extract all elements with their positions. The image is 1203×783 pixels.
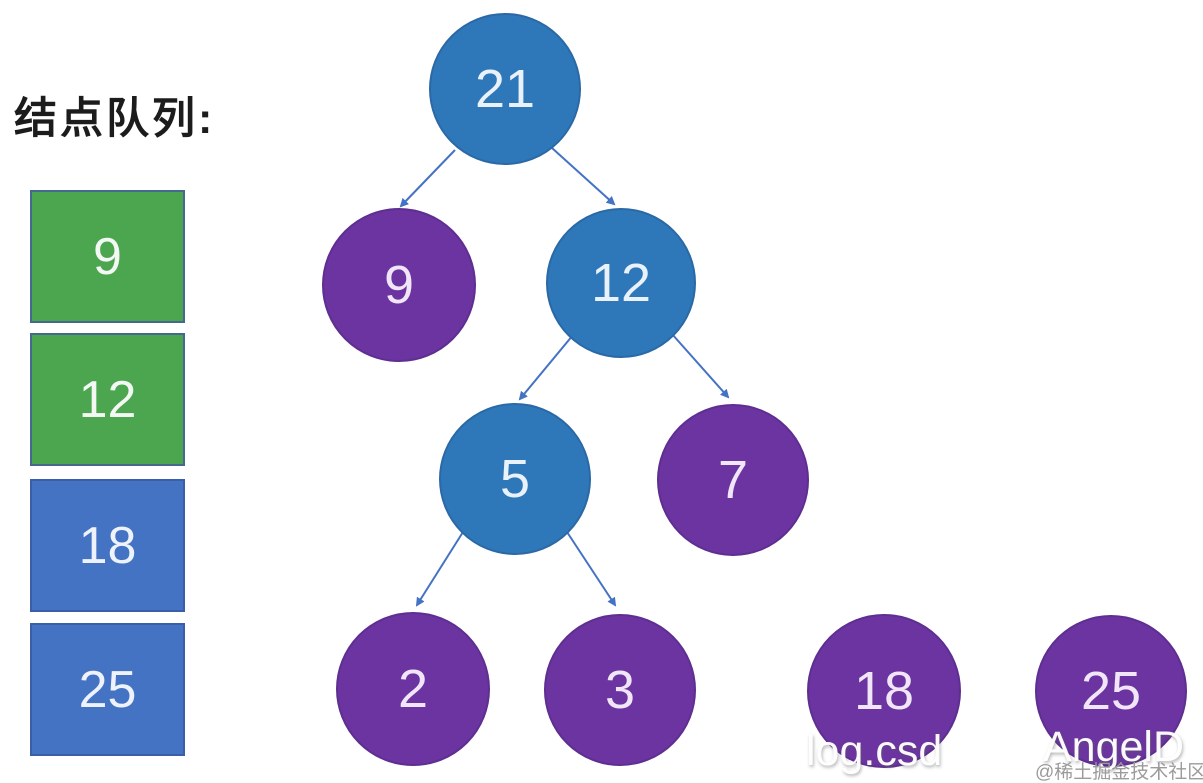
watermark-author-fragment: AngelD bbox=[1043, 723, 1185, 771]
queue-item-18: 18 bbox=[30, 479, 185, 612]
tree-node-3: 3 bbox=[544, 614, 696, 766]
edge-arrow-21-9 bbox=[399, 149, 456, 208]
queue-item-label: 18 bbox=[78, 516, 137, 575]
watermark-juejin-community: @稀土掘金技术社区 bbox=[1035, 762, 1203, 783]
edge-arrow-21-12 bbox=[551, 147, 616, 206]
edge-arrow-12-5 bbox=[518, 334, 574, 401]
tree-node-7: 7 bbox=[657, 404, 809, 556]
tree-node-label: 21 bbox=[474, 59, 536, 119]
edge-arrow-5-3 bbox=[566, 531, 617, 607]
queue-title: 结点队列: bbox=[14, 95, 216, 143]
tree-node-18: 18 bbox=[807, 614, 961, 768]
queue-item-label: 25 bbox=[78, 660, 137, 719]
tree-node-label: 12 bbox=[590, 253, 652, 313]
tree-node-25: 25 bbox=[1035, 615, 1187, 767]
tree-node-label: 18 bbox=[853, 661, 915, 721]
tree-node-label: 9 bbox=[383, 255, 415, 315]
tree-node-label: 5 bbox=[499, 449, 531, 509]
tree-node-label: 2 bbox=[397, 659, 429, 719]
tree-node-5: 5 bbox=[439, 403, 591, 555]
edge-arrow-12-7 bbox=[671, 333, 730, 399]
tree-node-label: 3 bbox=[604, 660, 636, 720]
queue-item-9: 9 bbox=[30, 190, 185, 323]
edge-arrow-5-2 bbox=[415, 531, 464, 607]
tree-node-label: 25 bbox=[1080, 661, 1142, 721]
tree-node-9: 9 bbox=[322, 208, 476, 362]
tree-node-21: 21 bbox=[429, 13, 581, 165]
queue-item-label: 9 bbox=[93, 227, 122, 286]
tree-node-12: 12 bbox=[546, 208, 696, 358]
tree-node-2: 2 bbox=[336, 612, 490, 766]
tree-node-label: 7 bbox=[717, 450, 749, 510]
queue-item-12: 12 bbox=[30, 333, 185, 466]
watermark-csdn-fragment: log.csd bbox=[806, 727, 943, 775]
queue-item-label: 12 bbox=[78, 370, 137, 429]
queue-item-25: 25 bbox=[30, 623, 185, 756]
